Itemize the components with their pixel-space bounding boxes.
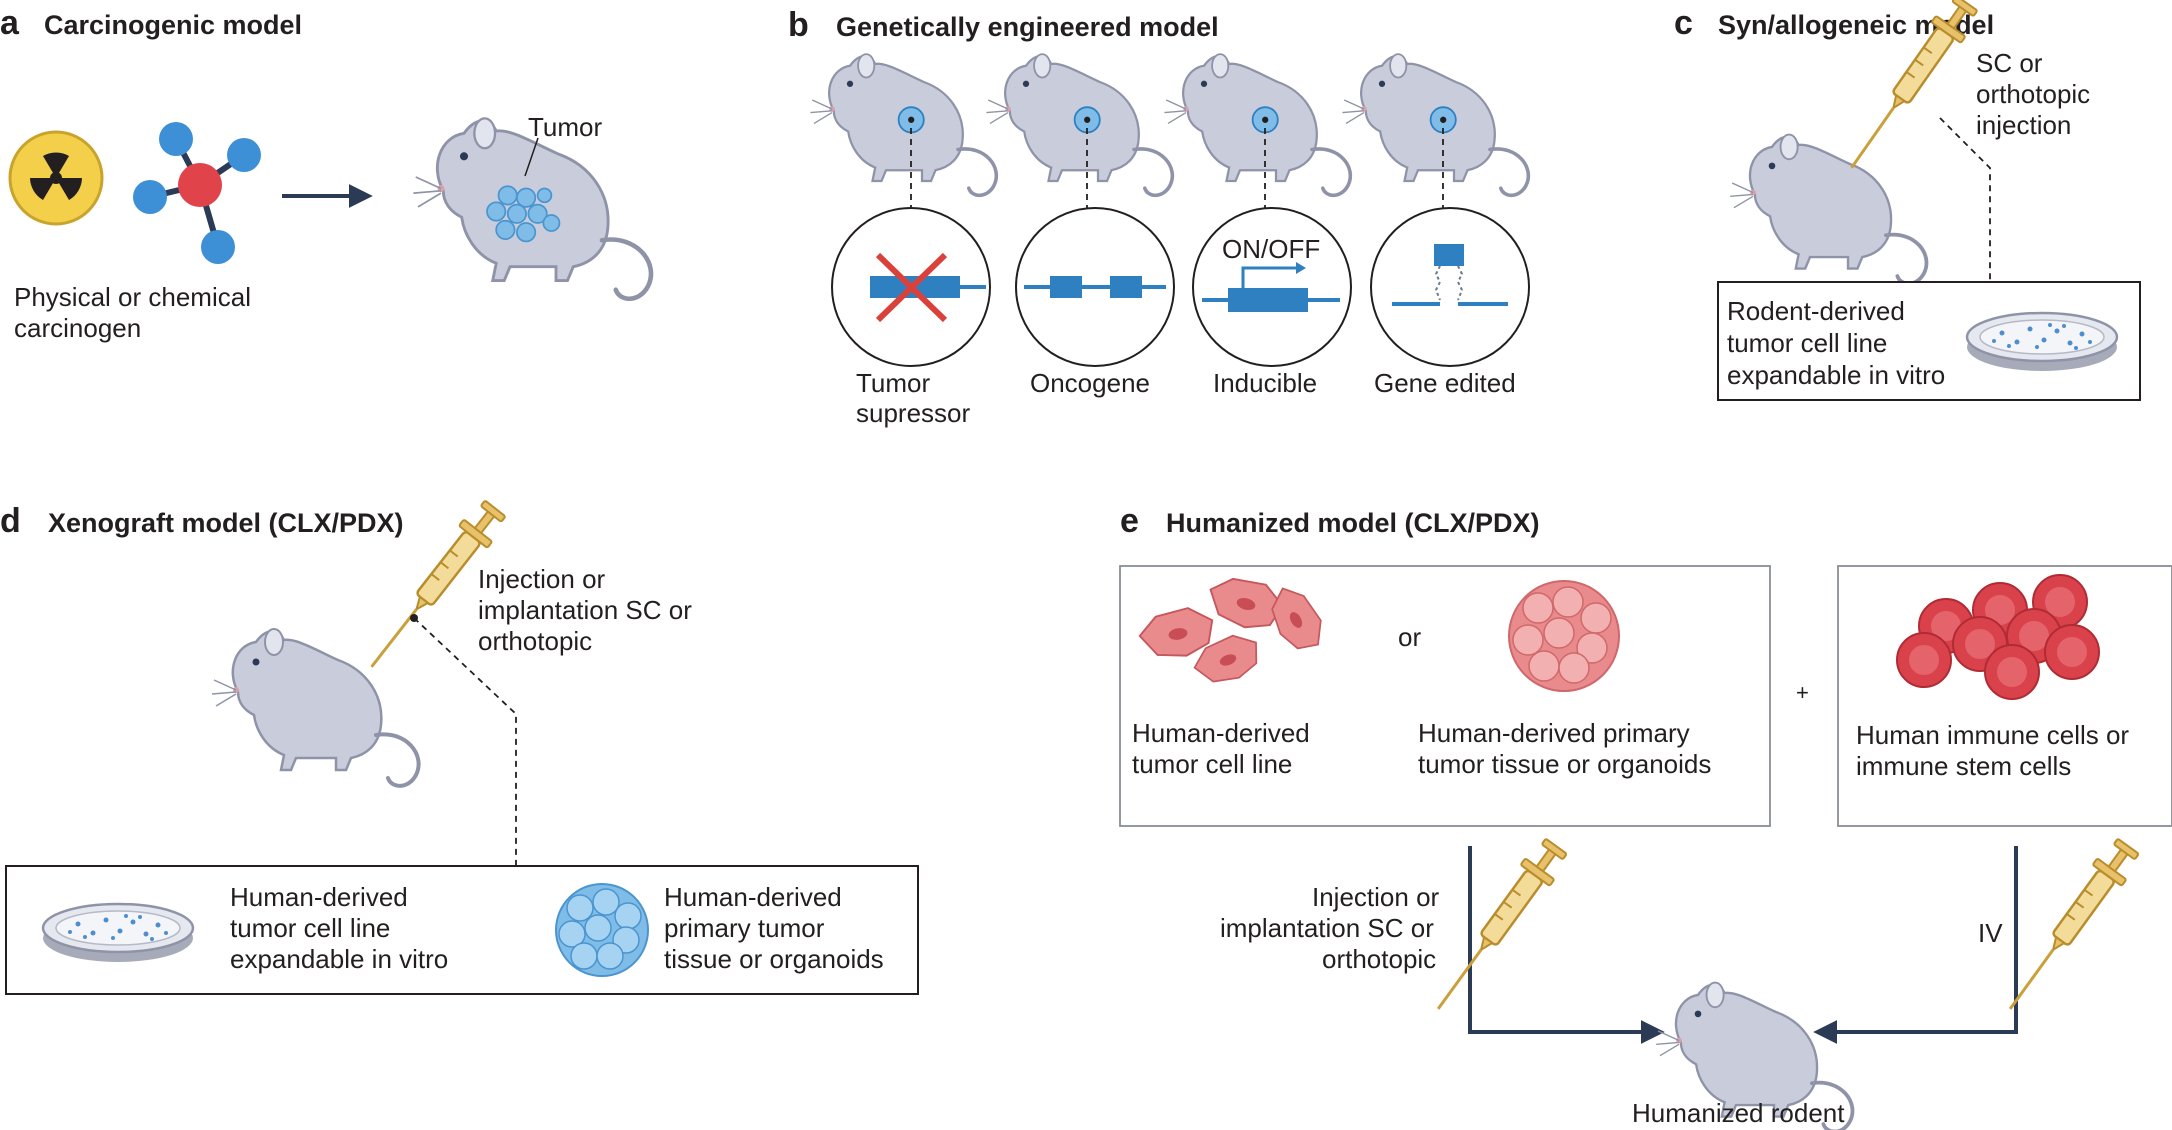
mouse-icon xyxy=(210,627,421,788)
panel-c: c Syn/allogeneic model SC or orthotopic … xyxy=(1674,0,2141,401)
humanized-rodent-label: Humanized rodent xyxy=(1632,1098,1845,1128)
human-cell-line-e-line2: tumor cell line xyxy=(1132,749,1292,779)
left-flow-arrow xyxy=(1468,846,1665,1044)
human-cell-line-line2: tumor cell line xyxy=(230,913,390,943)
panel-c-injection-line3: injection xyxy=(1976,110,2071,140)
molecule-icon xyxy=(133,122,261,264)
immune-cells-line2: immune stem cells xyxy=(1856,751,2071,781)
human-primary-line1: Human-derived xyxy=(664,882,842,912)
edited-gene-icon xyxy=(1392,244,1508,306)
gene-segments-icon xyxy=(1024,276,1166,298)
on-off-label: ON/OFF xyxy=(1222,234,1320,264)
panel-b-letter: b xyxy=(788,6,809,44)
panel-e-injection-line2: implantation SC or xyxy=(1220,913,1434,943)
mouse-icon xyxy=(808,52,999,198)
syringe-icon xyxy=(1422,834,1573,1021)
human-primary-line3: tissue or organoids xyxy=(664,944,884,974)
gene-edited-label: Gene edited xyxy=(1374,368,1516,398)
radiation-icon xyxy=(8,130,104,226)
panel-e-title: Humanized model (CLX/PDX) xyxy=(1166,508,1540,538)
mouse-icon xyxy=(984,52,1175,198)
right-flow-arrow xyxy=(1813,846,2018,1044)
plus-label: + xyxy=(1796,680,1809,705)
panel-b: b Genetically engineered model xyxy=(788,6,1531,428)
panel-d-letter: d xyxy=(0,502,21,540)
immune-cells-line1: Human immune cells or xyxy=(1856,720,2129,750)
inducible-gene-icon: ON/OFF xyxy=(1202,234,1340,312)
panel-a: a Carcinogenic model xyxy=(0,4,651,343)
petri-dish-icon xyxy=(41,902,195,964)
rodent-cell-line-line1: Rodent-derived xyxy=(1727,296,1905,326)
carcinogen-caption-line2: carcinogen xyxy=(14,313,141,343)
panel-c-injection-line2: orthotopic xyxy=(1976,79,2090,109)
human-primary-e-line2: tumor tissue or organoids xyxy=(1418,749,1711,779)
panel-b-title: Genetically engineered model xyxy=(836,12,1219,42)
panel-e-injection-line3: orthotopic xyxy=(1322,944,1436,974)
panel-d-injection-line2: implantation SC or xyxy=(478,595,692,625)
tumor-suppressor-label-line1: Tumor xyxy=(856,368,930,398)
iv-label: IV xyxy=(1978,918,2003,948)
oncogene-label: Oncogene xyxy=(1030,368,1150,398)
panel-d: d Xenograft model (CLX/PDX) Injection or… xyxy=(0,495,919,995)
human-cell-line-e-line1: Human-derived xyxy=(1132,718,1310,748)
panel-a-letter: a xyxy=(0,4,20,42)
tumor-label: Tumor xyxy=(528,112,602,142)
human-cell-line-line1: Human-derived xyxy=(230,882,408,912)
panel-e-letter: e xyxy=(1120,502,1139,540)
rodent-cell-line-line3: expandable in vitro xyxy=(1727,360,1945,390)
crossed-gene-icon xyxy=(870,252,986,323)
panel-d-title: Xenograft model (CLX/PDX) xyxy=(48,508,404,538)
carcinogen-caption-line1: Physical or chemical xyxy=(14,282,251,312)
tumor-suppressor-label-line2: supressor xyxy=(856,398,970,428)
petri-dish-icon xyxy=(1965,311,2119,373)
panel-c-injection-line1: SC or xyxy=(1976,48,2043,78)
panel-d-injection-line1: Injection or xyxy=(478,564,606,594)
organoid-icon xyxy=(555,883,649,977)
inducible-label: Inducible xyxy=(1213,368,1317,398)
panel-d-injection-line3: orthotopic xyxy=(478,626,592,656)
human-cell-line-line3: expandable in vitro xyxy=(230,944,448,974)
human-primary-line2: primary tumor xyxy=(664,913,825,943)
mouse-with-tumors-icon xyxy=(413,118,651,298)
panel-a-title: Carcinogenic model xyxy=(44,10,302,40)
rodent-cell-line-line2: tumor cell line xyxy=(1727,328,1887,358)
mouse-icon xyxy=(1162,52,1353,198)
human-primary-e-line1: Human-derived primary xyxy=(1418,718,1690,748)
mouse-icon xyxy=(1728,132,1929,286)
panel-c-letter: c xyxy=(1674,4,1693,42)
panel-e: e Humanized model (CLX/PDX) or Human-der… xyxy=(1119,502,2172,1130)
or-label: or xyxy=(1398,622,1421,652)
panel-e-injection-line1: Injection or xyxy=(1312,882,1440,912)
mouse-icon xyxy=(1340,52,1531,198)
pink-organoid-icon xyxy=(1508,580,1620,692)
